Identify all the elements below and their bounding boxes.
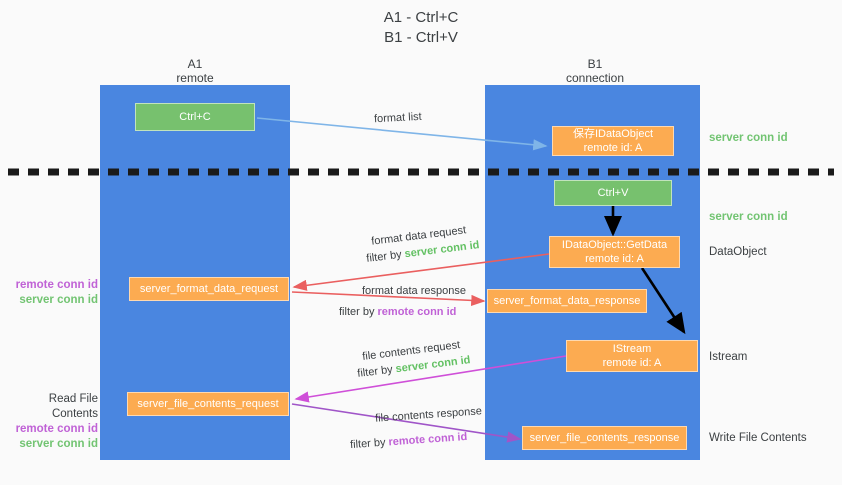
node-save-idataobject-line1: 保存IDataObject xyxy=(572,128,654,140)
left-label-conn-ids-format: remote conn id server conn id xyxy=(8,278,98,308)
right-label-istream: Istream xyxy=(709,351,748,363)
node-istream-line2: remote id: A xyxy=(602,357,662,369)
lane-b1-sub: connection xyxy=(565,71,625,85)
node-ctrl-v-line1: Ctrl+V xyxy=(597,187,629,199)
node-ctrl-c-line1: Ctrl+C xyxy=(179,111,211,123)
title-line-1: A1 - Ctrl+C xyxy=(383,9,459,26)
node-getdata-line2: remote id: A xyxy=(585,253,644,265)
edge-label-file-contents-response: file contents response xyxy=(375,404,483,425)
node-file-req-line1: server_file_contents_request xyxy=(137,398,279,410)
node-server-format-data-response[interactable]: server_format_data_response xyxy=(487,289,647,313)
lane-header-a1: A1 remote xyxy=(120,57,270,85)
node-server-file-contents-response[interactable]: server_file_contents_response xyxy=(522,426,687,450)
file-resp-l2-pre: filter by xyxy=(349,436,389,452)
node-ctrl-c[interactable]: Ctrl+C xyxy=(135,103,255,131)
page-title: A1 - Ctrl+C B1 - Ctrl+V xyxy=(0,8,842,48)
left-remote-conn-id-1: remote conn id xyxy=(15,279,98,291)
fmt-resp-l2-key: remote conn id xyxy=(377,306,457,318)
edge-label-format-list: format list xyxy=(374,110,422,126)
node-ctrl-v[interactable]: Ctrl+V xyxy=(554,180,672,206)
left-remote-conn-id-2: remote conn id xyxy=(15,423,98,435)
node-getdata-line1: IDataObject::GetData xyxy=(561,239,668,251)
right-label-server-conn-id-top: server conn id xyxy=(709,132,788,144)
file-req-l2-pre: filter by xyxy=(356,363,397,380)
node-file-resp-line1: server_file_contents_response xyxy=(529,432,680,444)
lane-a1-sub: remote xyxy=(176,71,214,85)
right-label-write-file-contents: Write File Contents xyxy=(709,432,807,444)
file-resp-l2-key: remote conn id xyxy=(388,430,468,449)
lane-b1-name: B1 xyxy=(587,57,603,71)
left-label-read-file-contents: Read File Contents remote conn id server… xyxy=(6,392,98,452)
edge-label-format-list-text: format list xyxy=(373,110,422,126)
lane-header-b1: B1 connection xyxy=(520,57,670,85)
node-idataobject-getdata[interactable]: IDataObject::GetData remote id: A xyxy=(549,236,680,268)
node-istream[interactable]: IStream remote id: A xyxy=(566,340,698,372)
title-line-2: B1 - Ctrl+V xyxy=(384,29,458,46)
right-label-dataobject: DataObject xyxy=(709,246,767,258)
fmt-resp-l2-pre: filter by xyxy=(339,306,378,318)
fmt-resp-l1: format data response xyxy=(362,285,466,297)
node-save-idataobject[interactable]: 保存IDataObject remote id: A xyxy=(552,126,674,156)
lane-a1-name: A1 xyxy=(187,57,203,71)
right-label-server-conn-id-mid: server conn id xyxy=(709,211,788,223)
fmt-req-l2-pre: filter by xyxy=(365,248,406,265)
edge-label-format-data-response: format data response xyxy=(362,284,466,298)
left-read-file-contents: Read File Contents xyxy=(48,393,98,420)
file-resp-l1: file contents response xyxy=(374,405,483,425)
node-server-format-data-request[interactable]: server_format_data_request xyxy=(129,277,289,301)
node-istream-line1: IStream xyxy=(612,343,652,355)
node-save-idataobject-line2: remote id: A xyxy=(583,142,643,154)
edge-label-file-contents-response-filter: filter by remote conn id xyxy=(350,430,468,452)
node-fmt-req-line1: server_format_data_request xyxy=(139,283,279,295)
node-fmt-resp-line1: server_format_data_response xyxy=(493,295,641,307)
edge-label-format-data-response-filter: filter by remote conn id xyxy=(339,305,456,319)
node-server-file-contents-request[interactable]: server_file_contents_request xyxy=(127,392,289,416)
left-server-conn-id-1: server conn id xyxy=(19,294,98,306)
left-server-conn-id-2: server conn id xyxy=(19,438,98,450)
